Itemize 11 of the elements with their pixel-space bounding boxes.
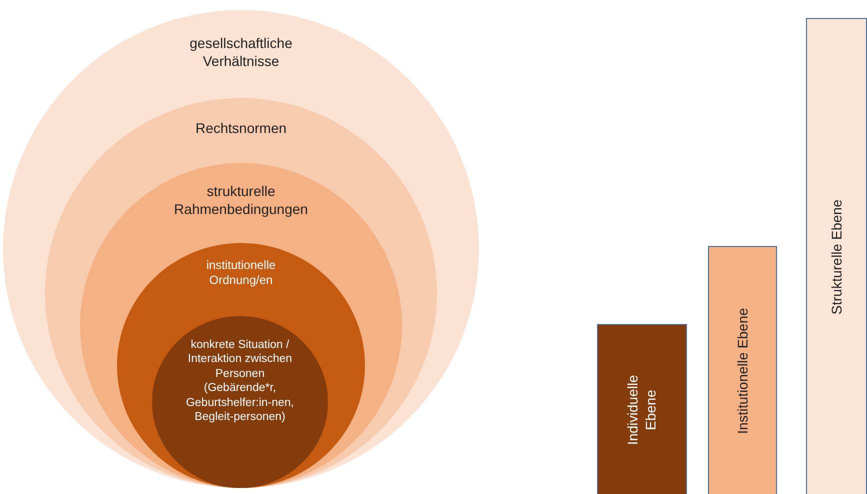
level-bar [597, 324, 687, 494]
level-label: konkrete Situation / Interaktion zwischen Personen (Gebärende*r, Geburtshelfer:in-nen, Begleit-personen) [184, 338, 296, 424]
level-label: Rechtsnormen [194, 120, 288, 138]
level-label: Individuelle Ebene [624, 373, 659, 447]
level-label: Strukturelle Ebene [828, 198, 845, 316]
level-bar [806, 18, 867, 494]
level-label: Institutionelle Ebene [734, 306, 751, 436]
level-label: gesellschaftliche Verhältnisse [188, 35, 294, 70]
level-bar [708, 246, 777, 494]
level-label: institutionelle Ordnung/en [205, 258, 277, 288]
level-label: strukturelle Rahmenbedingungen [173, 183, 309, 218]
